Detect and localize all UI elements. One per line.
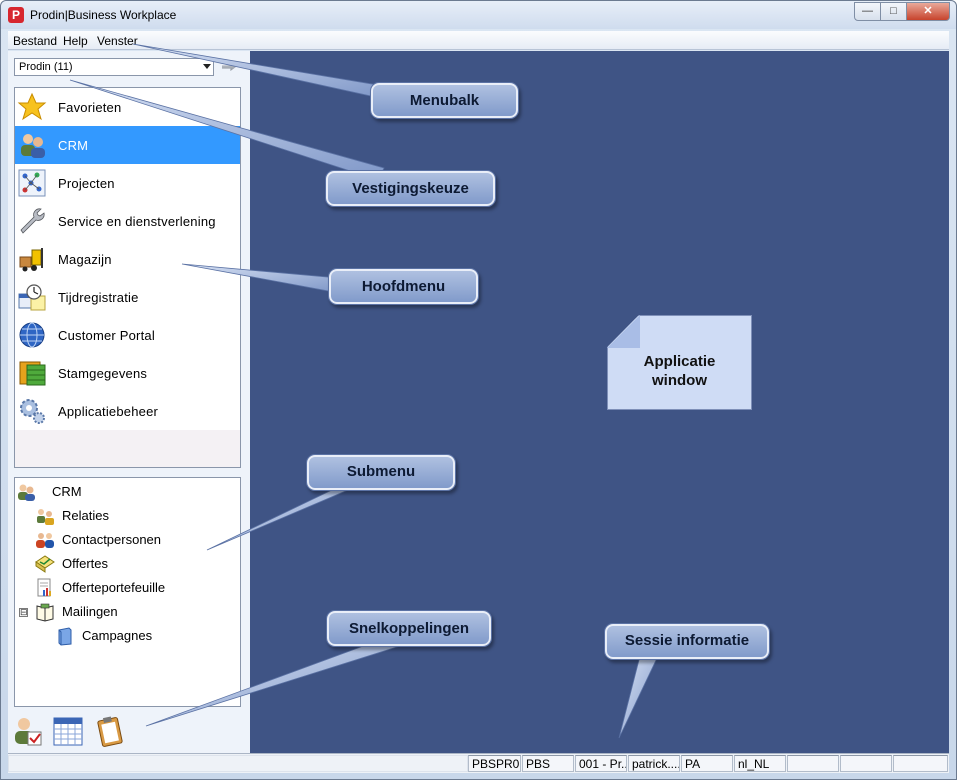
main-menu-label: Projecten bbox=[58, 176, 115, 191]
status-empty-2 bbox=[840, 755, 892, 772]
gears-icon bbox=[20, 399, 45, 424]
menu-bar: Bestand Help Venster bbox=[8, 31, 949, 50]
close-button[interactable]: ✕ bbox=[906, 2, 950, 21]
relations-icon bbox=[37, 509, 54, 525]
main-menu-item-favorieten[interactable]: Favorieten bbox=[15, 88, 240, 126]
main-menu-item-customer-portal[interactable]: Customer Portal bbox=[15, 316, 240, 354]
status-locale: nl_NL bbox=[734, 755, 786, 772]
offer-icon bbox=[35, 555, 55, 573]
status-company: 001 - Pr... bbox=[575, 755, 627, 772]
network-icon bbox=[18, 169, 46, 197]
mailing-book-icon bbox=[36, 603, 54, 622]
main-menu-item-stamgegevens[interactable]: Stamgegevens bbox=[15, 354, 240, 392]
users-icon bbox=[18, 484, 35, 501]
minimize-button[interactable]: — bbox=[854, 2, 881, 21]
clipboard-icon[interactable] bbox=[94, 715, 126, 747]
pin-icon[interactable] bbox=[222, 63, 236, 71]
main-menu-label: Service en dienstverlening bbox=[58, 214, 216, 229]
callout-menubalk: Menubalk bbox=[370, 82, 519, 119]
main-menu-item-magazijn[interactable]: Magazijn bbox=[15, 240, 240, 278]
database-icon bbox=[19, 361, 46, 386]
main-menu-label: Stamgegevens bbox=[58, 366, 148, 381]
main-menu-item-crm[interactable]: CRM bbox=[15, 126, 240, 164]
maximize-button[interactable]: □ bbox=[880, 2, 907, 21]
application-workspace bbox=[250, 51, 949, 753]
portfolio-icon bbox=[37, 578, 51, 597]
main-menu-label: CRM bbox=[58, 138, 89, 153]
status-bar: PBSPR01 PBS 001 - Pr... patrick.... PA n… bbox=[8, 753, 949, 773]
status-empty-3 bbox=[893, 755, 948, 772]
status-empty-1 bbox=[787, 755, 839, 772]
callout-vestigingskeuze: Vestigingskeuze bbox=[325, 170, 496, 207]
star-icon bbox=[17, 92, 47, 121]
main-menu-label: Customer Portal bbox=[58, 328, 155, 343]
submenu-item-label: Offertes bbox=[62, 556, 109, 571]
status-database: PBS bbox=[522, 755, 574, 772]
branch-select[interactable]: Prodin (11) bbox=[14, 58, 214, 76]
chevron-down-icon bbox=[203, 64, 211, 69]
submenu-tree: CRM Relaties Contactpersonen bbox=[14, 477, 241, 707]
main-menu-label: Magazijn bbox=[58, 252, 112, 267]
wrench-icon bbox=[20, 208, 45, 234]
main-menu: Favorieten CRM Projecten bbox=[14, 87, 241, 468]
note-line-1: Applicatie bbox=[643, 353, 716, 370]
menu-help[interactable]: Help bbox=[63, 34, 88, 48]
main-menu-label: Favorieten bbox=[58, 100, 122, 115]
status-initials: PA bbox=[681, 755, 733, 772]
submenu-item-label: Campagnes bbox=[82, 628, 153, 643]
menu-bestand[interactable]: Bestand bbox=[13, 34, 58, 48]
calendar-icon[interactable] bbox=[52, 715, 84, 747]
user-check-icon[interactable] bbox=[12, 715, 44, 747]
submenu-item-label: Offerteportefeuille bbox=[62, 580, 166, 595]
callout-hoofdmenu: Hoofdmenu bbox=[328, 268, 479, 305]
status-spacer bbox=[8, 755, 468, 772]
tree-collapse-toggle[interactable]: ⊟ bbox=[19, 607, 28, 617]
clock-icon bbox=[18, 284, 46, 311]
main-menu-empty-area bbox=[15, 430, 240, 467]
main-menu-label: Applicatiebeheer bbox=[58, 404, 159, 419]
main-menu-item-service[interactable]: Service en dienstverlening bbox=[15, 202, 240, 240]
branch-select-value: Prodin (11) bbox=[19, 61, 73, 73]
main-menu-item-tijdregistratie[interactable]: Tijdregistratie bbox=[15, 278, 240, 316]
contacts-icon bbox=[36, 533, 54, 548]
users-icon bbox=[21, 134, 45, 158]
main-menu-label: Tijdregistratie bbox=[58, 290, 139, 305]
submenu-root-label: CRM bbox=[52, 484, 82, 499]
menu-venster[interactable]: Venster bbox=[97, 34, 138, 48]
campaign-icon bbox=[58, 627, 72, 646]
forklift-icon bbox=[19, 248, 43, 272]
status-user: patrick.... bbox=[628, 755, 680, 772]
callout-submenu: Submenu bbox=[306, 454, 456, 491]
note-text: Applicatie window bbox=[607, 352, 752, 390]
globe-icon bbox=[19, 322, 45, 348]
window-title: Prodin|Business Workplace bbox=[30, 8, 177, 22]
callout-applicatie-window bbox=[607, 315, 752, 410]
main-menu-item-projecten[interactable]: Projecten bbox=[15, 164, 240, 202]
title-bar[interactable]: P Prodin|Business Workplace — □ ✕ bbox=[1, 1, 956, 29]
note-line-2: window bbox=[652, 372, 707, 389]
quick-links bbox=[12, 713, 242, 751]
app-logo-icon: P bbox=[8, 7, 24, 23]
left-pane: Prodin (11) Favorieten CRM bbox=[8, 51, 250, 753]
callout-snelkoppelingen: Snelkoppelingen bbox=[326, 610, 492, 647]
status-server: PBSPR01 bbox=[468, 755, 521, 772]
submenu-item-label: Mailingen bbox=[62, 604, 118, 619]
main-menu-item-applicatiebeheer[interactable]: Applicatiebeheer bbox=[15, 392, 240, 430]
callout-sessie-informatie: Sessie informatie bbox=[604, 623, 770, 660]
submenu-item-label: Relaties bbox=[62, 508, 109, 523]
submenu-item-label: Contactpersonen bbox=[62, 532, 162, 547]
